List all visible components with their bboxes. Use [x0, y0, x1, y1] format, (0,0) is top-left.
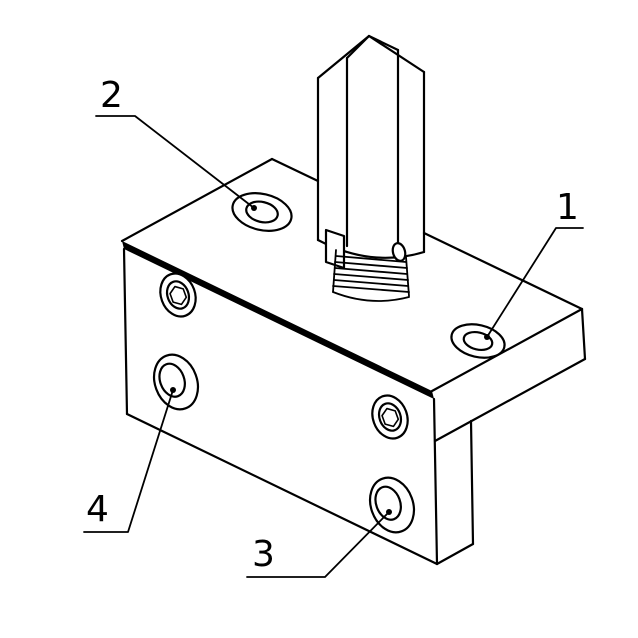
callout-label-1: 1 [556, 187, 579, 228]
hole-3 [368, 476, 416, 534]
hole-2 [231, 192, 293, 232]
leader-2 [95, 115, 257, 211]
hex-screw-right [371, 394, 409, 440]
threaded-neck [332, 249, 410, 302]
callout-label-4: 4 [86, 489, 109, 530]
leader-3 [246, 509, 392, 578]
leader-1 [484, 227, 584, 340]
hex-shaft [316, 34, 426, 302]
seam-band [122, 241, 434, 399]
callout-leaders [83, 115, 584, 578]
hole-4 [152, 353, 200, 411]
callout-label-2: 2 [100, 75, 123, 116]
callout-label-3: 3 [252, 534, 275, 575]
hole-1 [450, 323, 506, 359]
bracket-block [120, 157, 587, 566]
shaft-side-hole [391, 242, 407, 262]
hex-screw-left [159, 272, 197, 318]
leader-4 [83, 387, 176, 533]
